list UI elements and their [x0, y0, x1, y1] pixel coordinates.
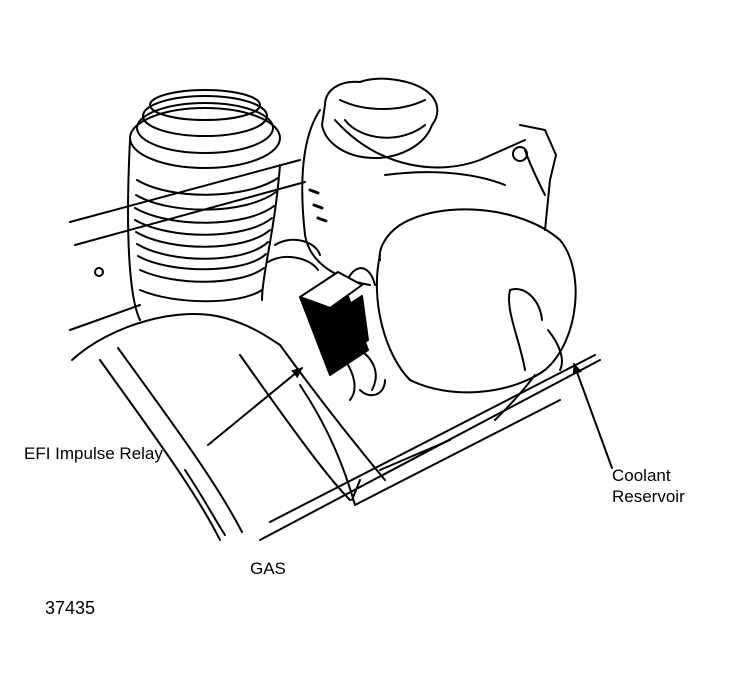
intake-duct — [71, 313, 601, 541]
coolant-reservoir — [301, 109, 577, 421]
gas-label: GAS — [250, 559, 286, 578]
efi-impulse-relay-label: EFI Impulse Relay — [24, 444, 163, 463]
coolant-label-line1: Coolant — [612, 466, 671, 485]
coolant-label-line2: Reservoir — [612, 487, 685, 506]
coolant-reservoir-label: Coolant Reservoir — [612, 465, 685, 507]
coolant-leader-arrow — [572, 363, 613, 469]
relay-leader-arrow — [207, 367, 303, 446]
fender-panel — [69, 159, 306, 331]
reservoir-cap — [321, 77, 439, 159]
figure-number: 37435 — [45, 598, 96, 618]
efi-impulse-relay — [299, 271, 369, 376]
bellows-hose — [127, 89, 281, 321]
